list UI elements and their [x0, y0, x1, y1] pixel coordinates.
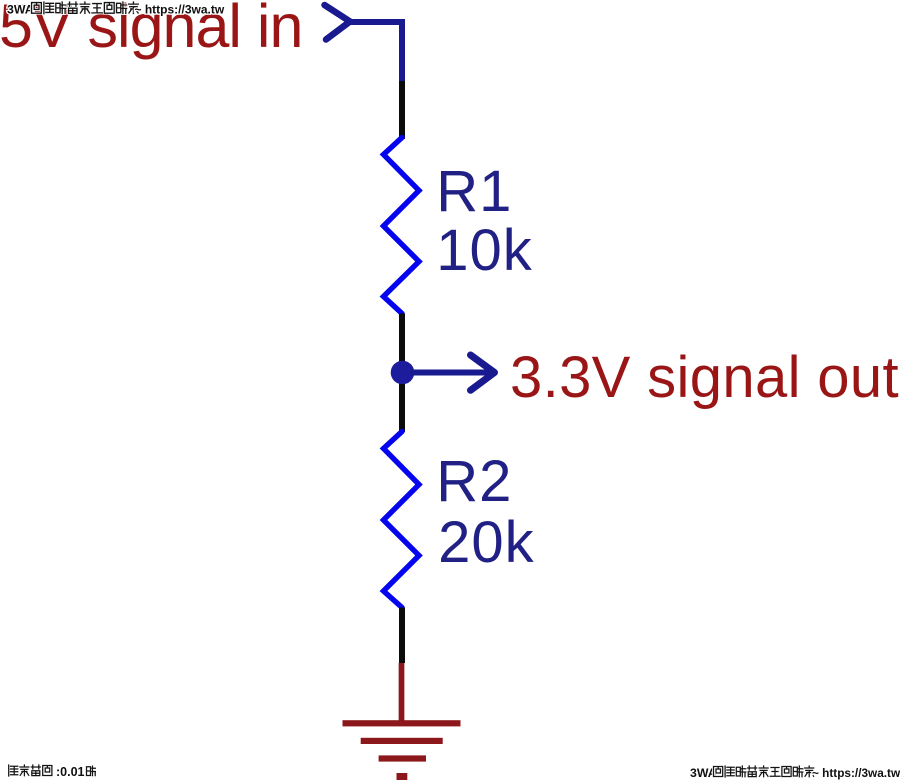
svg-text:~ https://3wa.tw: ~ https://3wa.tw — [812, 766, 900, 780]
svg-text::0.01: :0.01 — [56, 765, 85, 779]
svg-text:R1: R1 — [436, 159, 512, 224]
svg-text:10k: 10k — [436, 218, 533, 283]
svg-text:3.3V signal out: 3.3V signal out — [510, 345, 899, 410]
svg-text:20k: 20k — [438, 510, 535, 575]
svg-text:3WA: 3WA — [7, 3, 34, 17]
svg-text:~ https://3wa.tw: ~ https://3wa.tw — [135, 3, 225, 17]
svg-text:R2: R2 — [436, 449, 512, 514]
svg-text:3WA: 3WA — [690, 766, 717, 780]
